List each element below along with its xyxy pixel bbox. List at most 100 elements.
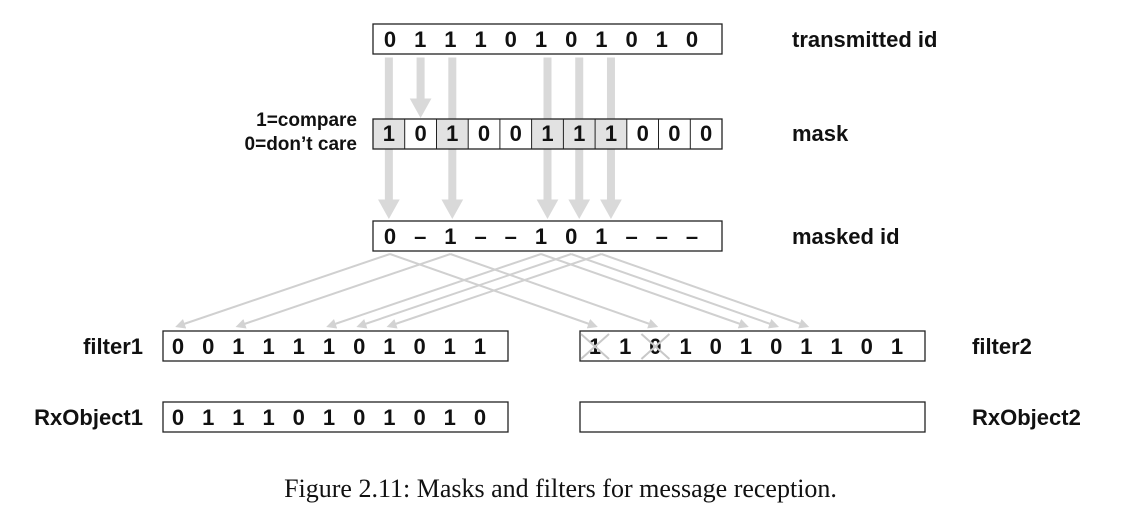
line-to-filter1-7 [386,253,602,329]
masked-id-bit-3: – [474,224,486,249]
filter1-bit-3: 1 [262,334,274,359]
transmitted-id-bit-5: 1 [535,27,547,52]
filter2-bit-1: 1 [619,334,631,359]
filter2-bit-4: 0 [710,334,722,359]
masked-id-bit-4: – [505,224,517,249]
rxobject1-bit-6: 0 [353,405,365,430]
filter2-bit-9: 0 [861,334,873,359]
mask-bit-0: 1 [383,121,395,146]
transmitted-id-bit-7: 1 [595,27,607,52]
line-to-filter2-6 [570,253,780,329]
filter2-bits: 11010101101 [589,334,903,359]
transmitted-id-bit-8: 0 [625,27,637,52]
mask-cell-shade-0 [373,119,405,149]
line-to-filter2-5 [540,253,749,329]
transmitted-id-bit-6: 0 [565,27,577,52]
filter1-bit-7: 1 [383,334,395,359]
filter1-bit-6: 0 [353,334,365,359]
line-to-filter2-7 [601,253,810,329]
masked-id-bit-1: – [414,224,426,249]
mask-cell-shade-5 [531,119,564,149]
mask-bit-5: 1 [541,121,553,146]
filter1-bit-4: 1 [293,334,305,359]
masked-id-bit-10: – [686,224,698,249]
filter2-label: filter2 [972,334,1032,359]
transmitted-id-bit-3: 1 [474,27,486,52]
rxobject1-bit-5: 1 [323,405,335,430]
mask-cell-shade-6 [563,119,596,149]
mask-cell-shade-2 [436,119,469,149]
line-to-filter1-6 [356,253,572,329]
rxobject2-empty-box [579,401,926,433]
filter1-label: filter1 [83,334,143,359]
filter2-row: 11010101101 filter2 [579,330,1032,362]
masked-id-bit-6: 0 [565,224,577,249]
mask-bit-3: 0 [478,121,490,146]
filter1-bit-0: 0 [172,334,184,359]
masked-id-label: masked id [792,224,900,249]
transmitted-id-bit-0: 0 [384,27,396,52]
line-to-filter1-0 [175,253,391,329]
mask-bit-8: 0 [637,121,649,146]
mask-legend-dont-care: 0=don’t care [245,134,357,155]
mask-bit-6: 1 [573,121,585,146]
transmitted-id-bit-4: 0 [505,27,517,52]
dont-care-arrow-1 [409,57,432,119]
rxobject1-bit-2: 1 [232,405,244,430]
mask-bit-10: 0 [700,121,712,146]
masked-id-bit-0: 0 [384,224,396,249]
transmitted-id-bit-9: 1 [656,27,668,52]
mask-bit-4: 0 [510,121,522,146]
rxobject2-label: RxObject2 [972,405,1081,430]
mask-cells [373,119,691,149]
mask-bit-7: 1 [605,121,617,146]
filter2-mismatch-marks [580,333,671,360]
filter1-bit-5: 1 [323,334,335,359]
filter2-bit-6: 0 [770,334,782,359]
filter1-bit-8: 0 [413,334,425,359]
filter2-bit-10: 1 [891,334,903,359]
rxobject1-bit-10: 0 [474,405,486,430]
filter2-bit-8: 1 [830,334,842,359]
mask-bit-1: 0 [414,121,426,146]
rxobject1-bit-0: 0 [172,405,184,430]
filter1-bit-2: 1 [232,334,244,359]
transmitted-id-label: transmitted id [792,27,937,52]
figure-caption: Figure 2.11: Masks and filters for messa… [284,474,837,503]
mask-label: mask [792,121,849,146]
rxobject1-bit-7: 1 [383,405,395,430]
mask-cell-shade-7 [595,119,627,149]
mask-legend-compare: 1=compare [256,110,357,131]
transmitted-id-bit-10: 0 [686,27,698,52]
filter1-bit-10: 1 [474,334,486,359]
rxobject1-bit-1: 1 [202,405,214,430]
line-to-filter1-5 [326,253,542,329]
rxobject1-bit-3: 1 [262,405,274,430]
filter2-bit-5: 1 [740,334,752,359]
filter-compare-lines [175,253,810,329]
filter2-bit-3: 1 [679,334,691,359]
line-to-filter1-2 [235,253,451,329]
transmitted-id-bit-2: 1 [444,27,456,52]
filter1-bit-9: 1 [444,334,456,359]
masked-id-bit-5: 1 [535,224,547,249]
filter1-bit-1: 0 [202,334,214,359]
masked-id-bit-7: 1 [595,224,607,249]
filter2-bit-7: 1 [800,334,812,359]
rxobject1-label: RxObject1 [34,405,143,430]
masked-id-bit-2: 1 [444,224,456,249]
rxobject2-row: RxObject2 [579,401,1081,433]
transmitted-id-bit-1: 1 [414,27,426,52]
rxobject1-bit-4: 0 [293,405,305,430]
masked-id-bit-8: – [625,224,637,249]
mask-bit-9: 0 [668,121,680,146]
